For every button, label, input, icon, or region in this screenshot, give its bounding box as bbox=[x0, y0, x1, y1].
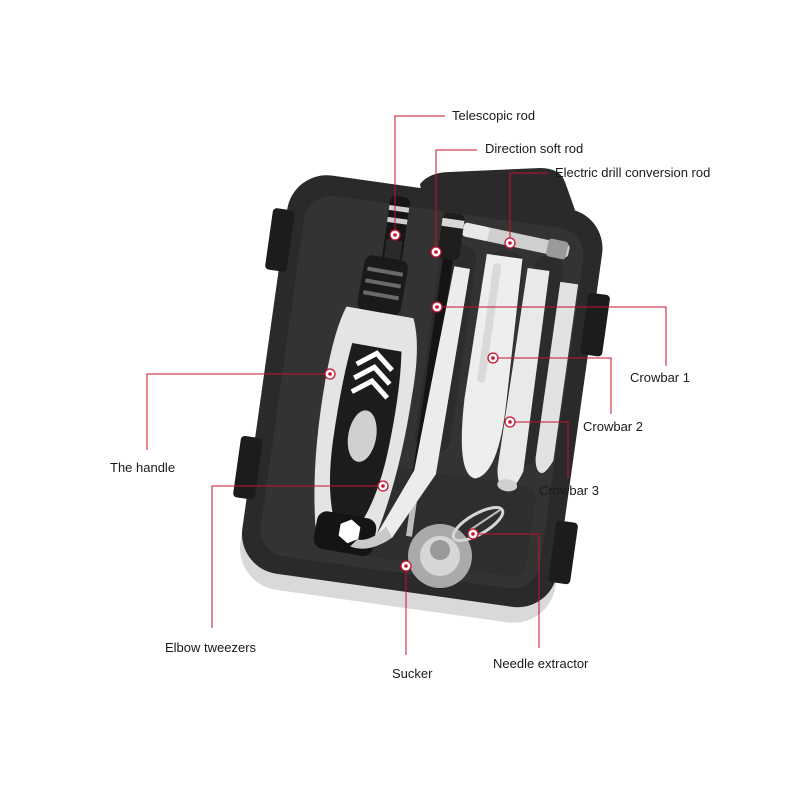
telescopic-rod bbox=[382, 195, 410, 263]
marker-center-elbow-tweezers bbox=[381, 484, 385, 488]
leader-direction-soft-rod bbox=[435, 149, 477, 252]
case-latch-left-top bbox=[265, 208, 295, 272]
callout-crowbar-2: Crowbar 2 bbox=[487, 352, 643, 434]
label-crowbar-3: Crowbar 3 bbox=[539, 483, 599, 498]
marker-center-crowbar-1 bbox=[435, 305, 439, 309]
callout-electric-drill-conversion-rod: Electric drill conversion rod bbox=[504, 165, 710, 249]
marker-center-crowbar-3 bbox=[508, 420, 512, 424]
leader-electric-drill-conversion-rod bbox=[509, 172, 548, 243]
callout-needle-extractor: Needle extractor bbox=[467, 528, 589, 671]
sucker-tool bbox=[408, 524, 472, 588]
drill-conversion-rod bbox=[462, 222, 570, 260]
leader-the-handle bbox=[146, 373, 330, 450]
leader-needle-extractor bbox=[473, 533, 540, 648]
screwdriver-handle bbox=[313, 255, 417, 556]
marker-center-telescopic-rod bbox=[393, 233, 397, 237]
case-latch-right-bottom bbox=[548, 520, 578, 585]
label-the-handle: The handle bbox=[110, 460, 175, 475]
label-direction-soft-rod: Direction soft rod bbox=[485, 141, 583, 156]
marker-center-electric-drill-conversion-rod bbox=[508, 241, 512, 245]
direction-soft-rod bbox=[405, 212, 465, 537]
callout-crowbar-1: Crowbar 1 bbox=[431, 301, 690, 385]
callout-elbow-tweezers: Elbow tweezers bbox=[165, 480, 389, 655]
marker-center-the-handle bbox=[328, 372, 332, 376]
callout-telescopic-rod: Telescopic rod bbox=[389, 108, 535, 241]
case-latch-right-top bbox=[580, 292, 610, 357]
label-elbow-tweezers: Elbow tweezers bbox=[165, 640, 257, 655]
callout-sucker: Sucker bbox=[392, 560, 433, 681]
marker-center-needle-extractor bbox=[471, 532, 475, 536]
leader-crowbar-2 bbox=[493, 357, 612, 414]
marker-center-sucker bbox=[404, 564, 408, 568]
label-electric-drill-conversion-rod: Electric drill conversion rod bbox=[555, 165, 710, 180]
leader-crowbar-3 bbox=[510, 421, 569, 478]
callout-direction-soft-rod: Direction soft rod bbox=[430, 141, 583, 258]
label-crowbar-1: Crowbar 1 bbox=[630, 370, 690, 385]
marker-center-direction-soft-rod bbox=[434, 250, 438, 254]
crowbar-2-tool bbox=[497, 267, 550, 492]
tray-bottom-compartment bbox=[351, 464, 536, 577]
leader-crowbar-1 bbox=[437, 306, 667, 366]
elbow-tweezers-tool bbox=[350, 266, 471, 549]
callout-crowbar-3: Crowbar 3 bbox=[504, 416, 599, 498]
label-crowbar-2: Crowbar 2 bbox=[583, 419, 643, 434]
leader-telescopic-rod bbox=[394, 115, 445, 235]
tools bbox=[313, 195, 579, 588]
marker-center-crowbar-2 bbox=[491, 356, 495, 360]
label-telescopic-rod: Telescopic rod bbox=[452, 108, 535, 123]
crowbar-3-tool bbox=[535, 281, 579, 474]
label-needle-extractor: Needle extractor bbox=[493, 656, 589, 671]
label-sucker: Sucker bbox=[392, 666, 433, 681]
needle-extractor-tool bbox=[451, 506, 505, 542]
case-latch-left-bottom bbox=[233, 435, 263, 500]
callout-the-handle: The handle bbox=[110, 368, 336, 475]
crowbar-1-tool bbox=[461, 253, 523, 479]
leader-elbow-tweezers bbox=[211, 485, 383, 628]
